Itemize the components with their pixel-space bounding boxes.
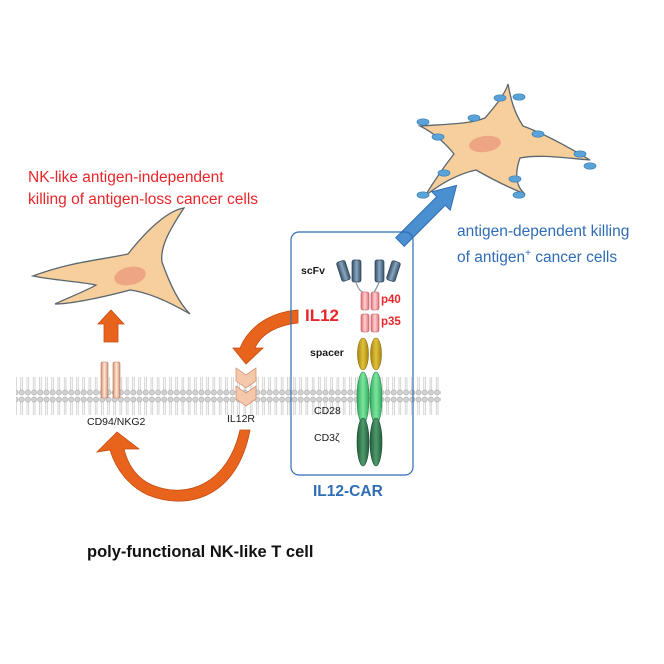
scfv-domains [336, 259, 401, 283]
antigen-positive-cancer-cell [416, 83, 597, 199]
cd94-nkg2-receptor [100, 361, 121, 399]
nk-like-caption-line1: NK-like antigen-independent [28, 169, 224, 186]
p35-label: p35 [381, 316, 401, 328]
antigen-dot [437, 169, 451, 177]
antigen-dependent-killing-arrow [395, 184, 458, 247]
antigen-dependent-caption-line2: of antigen+ cancer cells [457, 243, 617, 268]
p40-label: p40 [381, 294, 401, 306]
antigen-dot [508, 175, 522, 183]
cd28-domains [356, 371, 383, 425]
antigen-dot [493, 94, 507, 102]
il12r-receptor [235, 367, 257, 407]
scfv-label: scFv [301, 265, 325, 277]
cd3z-domains [356, 417, 383, 467]
il12-label: IL12 [305, 306, 340, 325]
antigen-dot [531, 130, 545, 138]
antigen-markers [416, 93, 597, 199]
antigen-dot [512, 191, 526, 199]
caption-text: of antigen [457, 249, 526, 267]
antigen-dot [573, 150, 587, 158]
il12-p35-chains [360, 313, 380, 333]
il12r-label: IL12R [227, 413, 256, 425]
antigen-dot [416, 191, 430, 199]
antigen-dot [416, 118, 430, 126]
spacer-domains [357, 337, 382, 371]
spacer-label: spacer [310, 347, 344, 359]
antigen-loss-cancer-cell [30, 207, 191, 315]
il12-car-title: IL12-CAR [313, 483, 383, 500]
il12-p40-chains [360, 291, 380, 311]
antigen-dot [583, 162, 597, 170]
nucleus [469, 135, 501, 153]
il12-signal-arrow [232, 309, 299, 365]
antigen-dot [512, 93, 526, 101]
il12r-to-cd94-arrow [95, 429, 251, 502]
antigen-dependent-caption-line1: antigen-dependent killing [457, 223, 630, 240]
bottom-title: poly-functional NK-like T cell [87, 543, 314, 561]
nucleus [114, 266, 146, 286]
antigen-dot [431, 133, 445, 141]
nk-like-caption-line2: killing of antigen-loss cancer cells [28, 191, 259, 208]
caption-text: cancer cells [530, 249, 618, 267]
cd3z-label: CD3ζ [314, 432, 340, 444]
cd94-nkg2-label: CD94/NKG2 [87, 416, 146, 428]
nk-killing-up-arrow [97, 309, 125, 343]
antigen-dot [467, 114, 481, 122]
il12-car-box [290, 231, 414, 476]
caption-superscript: + [525, 248, 531, 259]
cd28-label: CD28 [314, 405, 341, 417]
